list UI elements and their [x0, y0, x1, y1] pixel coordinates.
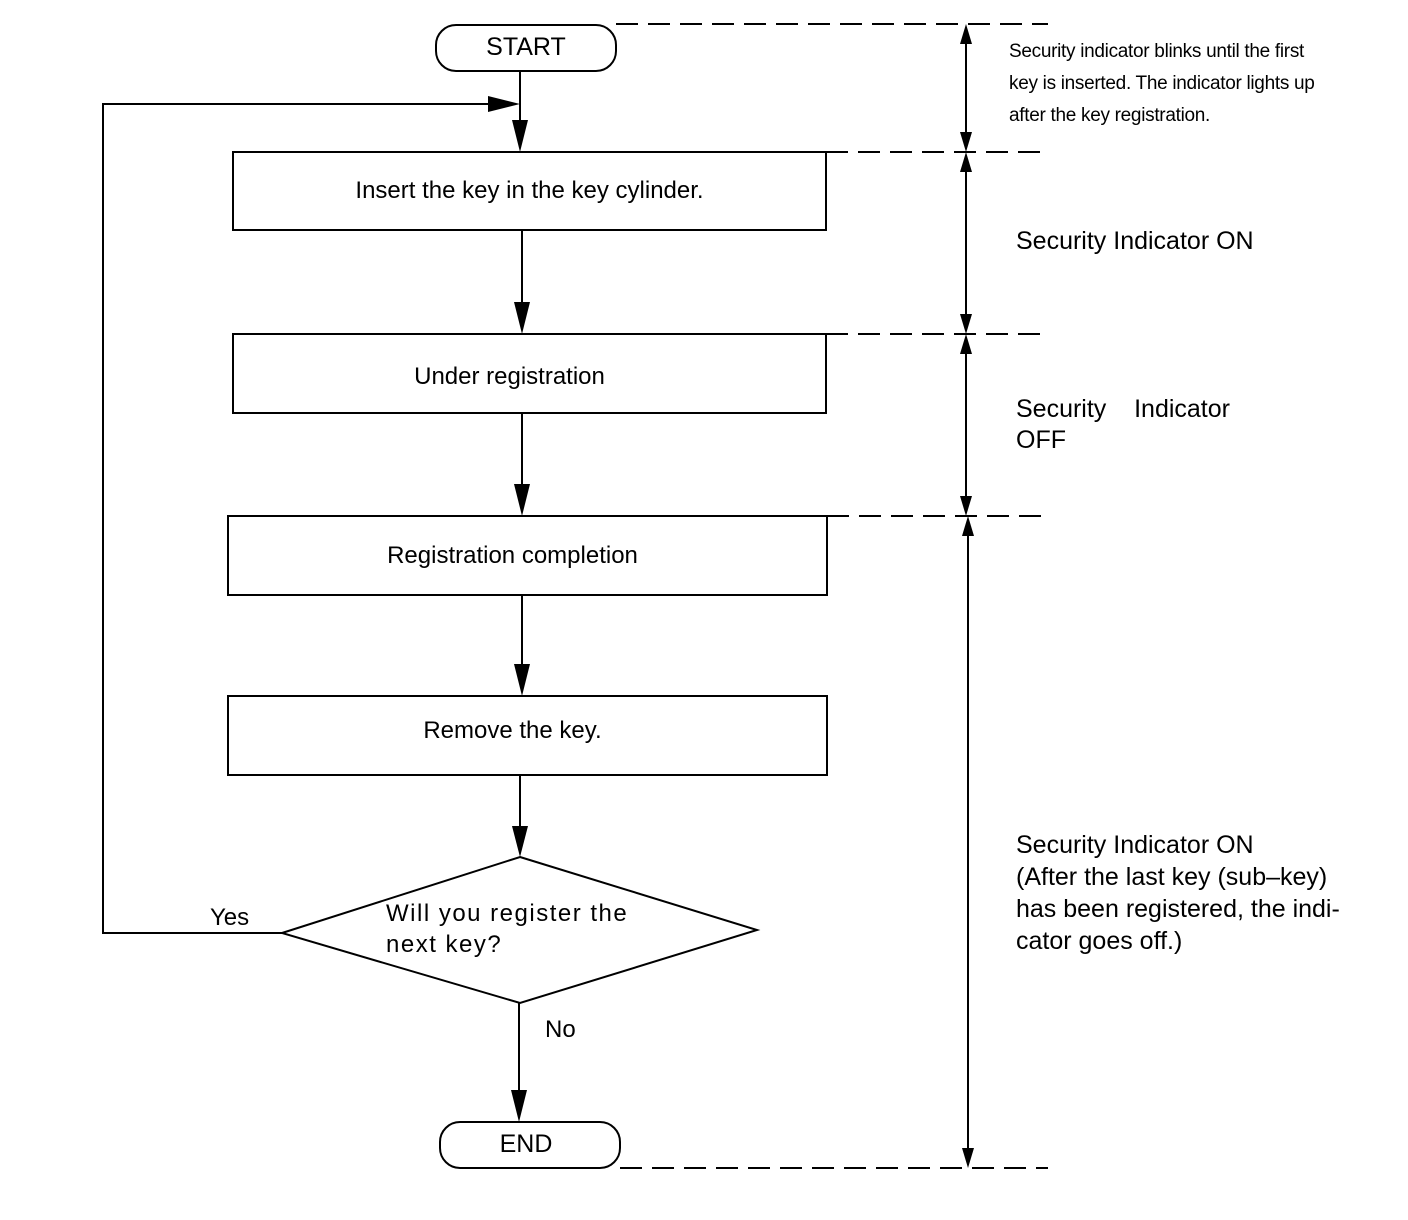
decision-question-line2: next key?	[386, 931, 503, 958]
step-label-remove-key: Remove the key.	[423, 717, 602, 744]
step-label-under-registration: Under registration	[414, 363, 605, 390]
note-indicator-on-2-line1: Security Indicator ON	[1016, 831, 1254, 859]
note-indicator-on-2-line4: cator goes off.)	[1016, 927, 1183, 955]
step-label-insert-key: Insert the key in the key cylinder.	[355, 177, 704, 204]
decision-yes-label: Yes	[210, 904, 250, 931]
note-indicator-on-2-line2: (After the last key (sub–key)	[1016, 863, 1328, 891]
span-arrow-off-up	[960, 334, 972, 354]
span-arrow-on2-down	[962, 1148, 974, 1168]
span-arrow-off-down	[960, 496, 972, 516]
end-label: END	[499, 1130, 553, 1158]
arrowhead-decision	[512, 826, 528, 857]
step-box-4	[227, 695, 828, 776]
start-terminal	[435, 24, 617, 72]
decision-question-line1: Will you register the	[386, 900, 629, 927]
span-arrow-on2-up	[962, 516, 974, 536]
note-blink-line1: Security indicator blinks until the firs…	[1009, 41, 1304, 62]
span-arrow-on1-down	[960, 314, 972, 334]
span-arrow-blink-down	[960, 132, 972, 152]
note-blink-line2: key is inserted. The indicator lights up	[1009, 73, 1315, 94]
connector-yes-loop	[102, 103, 498, 934]
step-box-1	[232, 151, 827, 231]
arrowhead-step2	[514, 302, 530, 334]
note-indicator-off-line2: OFF	[1016, 426, 1066, 454]
arrowhead-end	[511, 1090, 527, 1122]
note-blink-line3: after the key registration.	[1009, 105, 1211, 126]
step-label-registration-completion: Registration completion	[387, 542, 638, 569]
start-label: START	[486, 33, 566, 61]
note-indicator-on-1: Security Indicator ON	[1016, 227, 1254, 255]
arrowhead-step1	[512, 120, 528, 152]
note-indicator-off-line1: Security Indicator	[1016, 395, 1230, 423]
arrowhead-step3	[514, 484, 530, 516]
step-box-2	[232, 333, 827, 414]
arrowhead-yes-loop	[488, 96, 520, 112]
decision-no-label: No	[545, 1016, 576, 1043]
span-arrow-blink-up	[960, 24, 972, 44]
end-terminal	[439, 1121, 621, 1169]
arrowhead-step4	[514, 664, 530, 696]
step-box-3	[227, 515, 828, 596]
decision-diamond	[278, 855, 761, 1005]
span-arrow-on1-up	[960, 152, 972, 172]
note-indicator-on-2-line3: has been registered, the indi-	[1016, 895, 1340, 923]
